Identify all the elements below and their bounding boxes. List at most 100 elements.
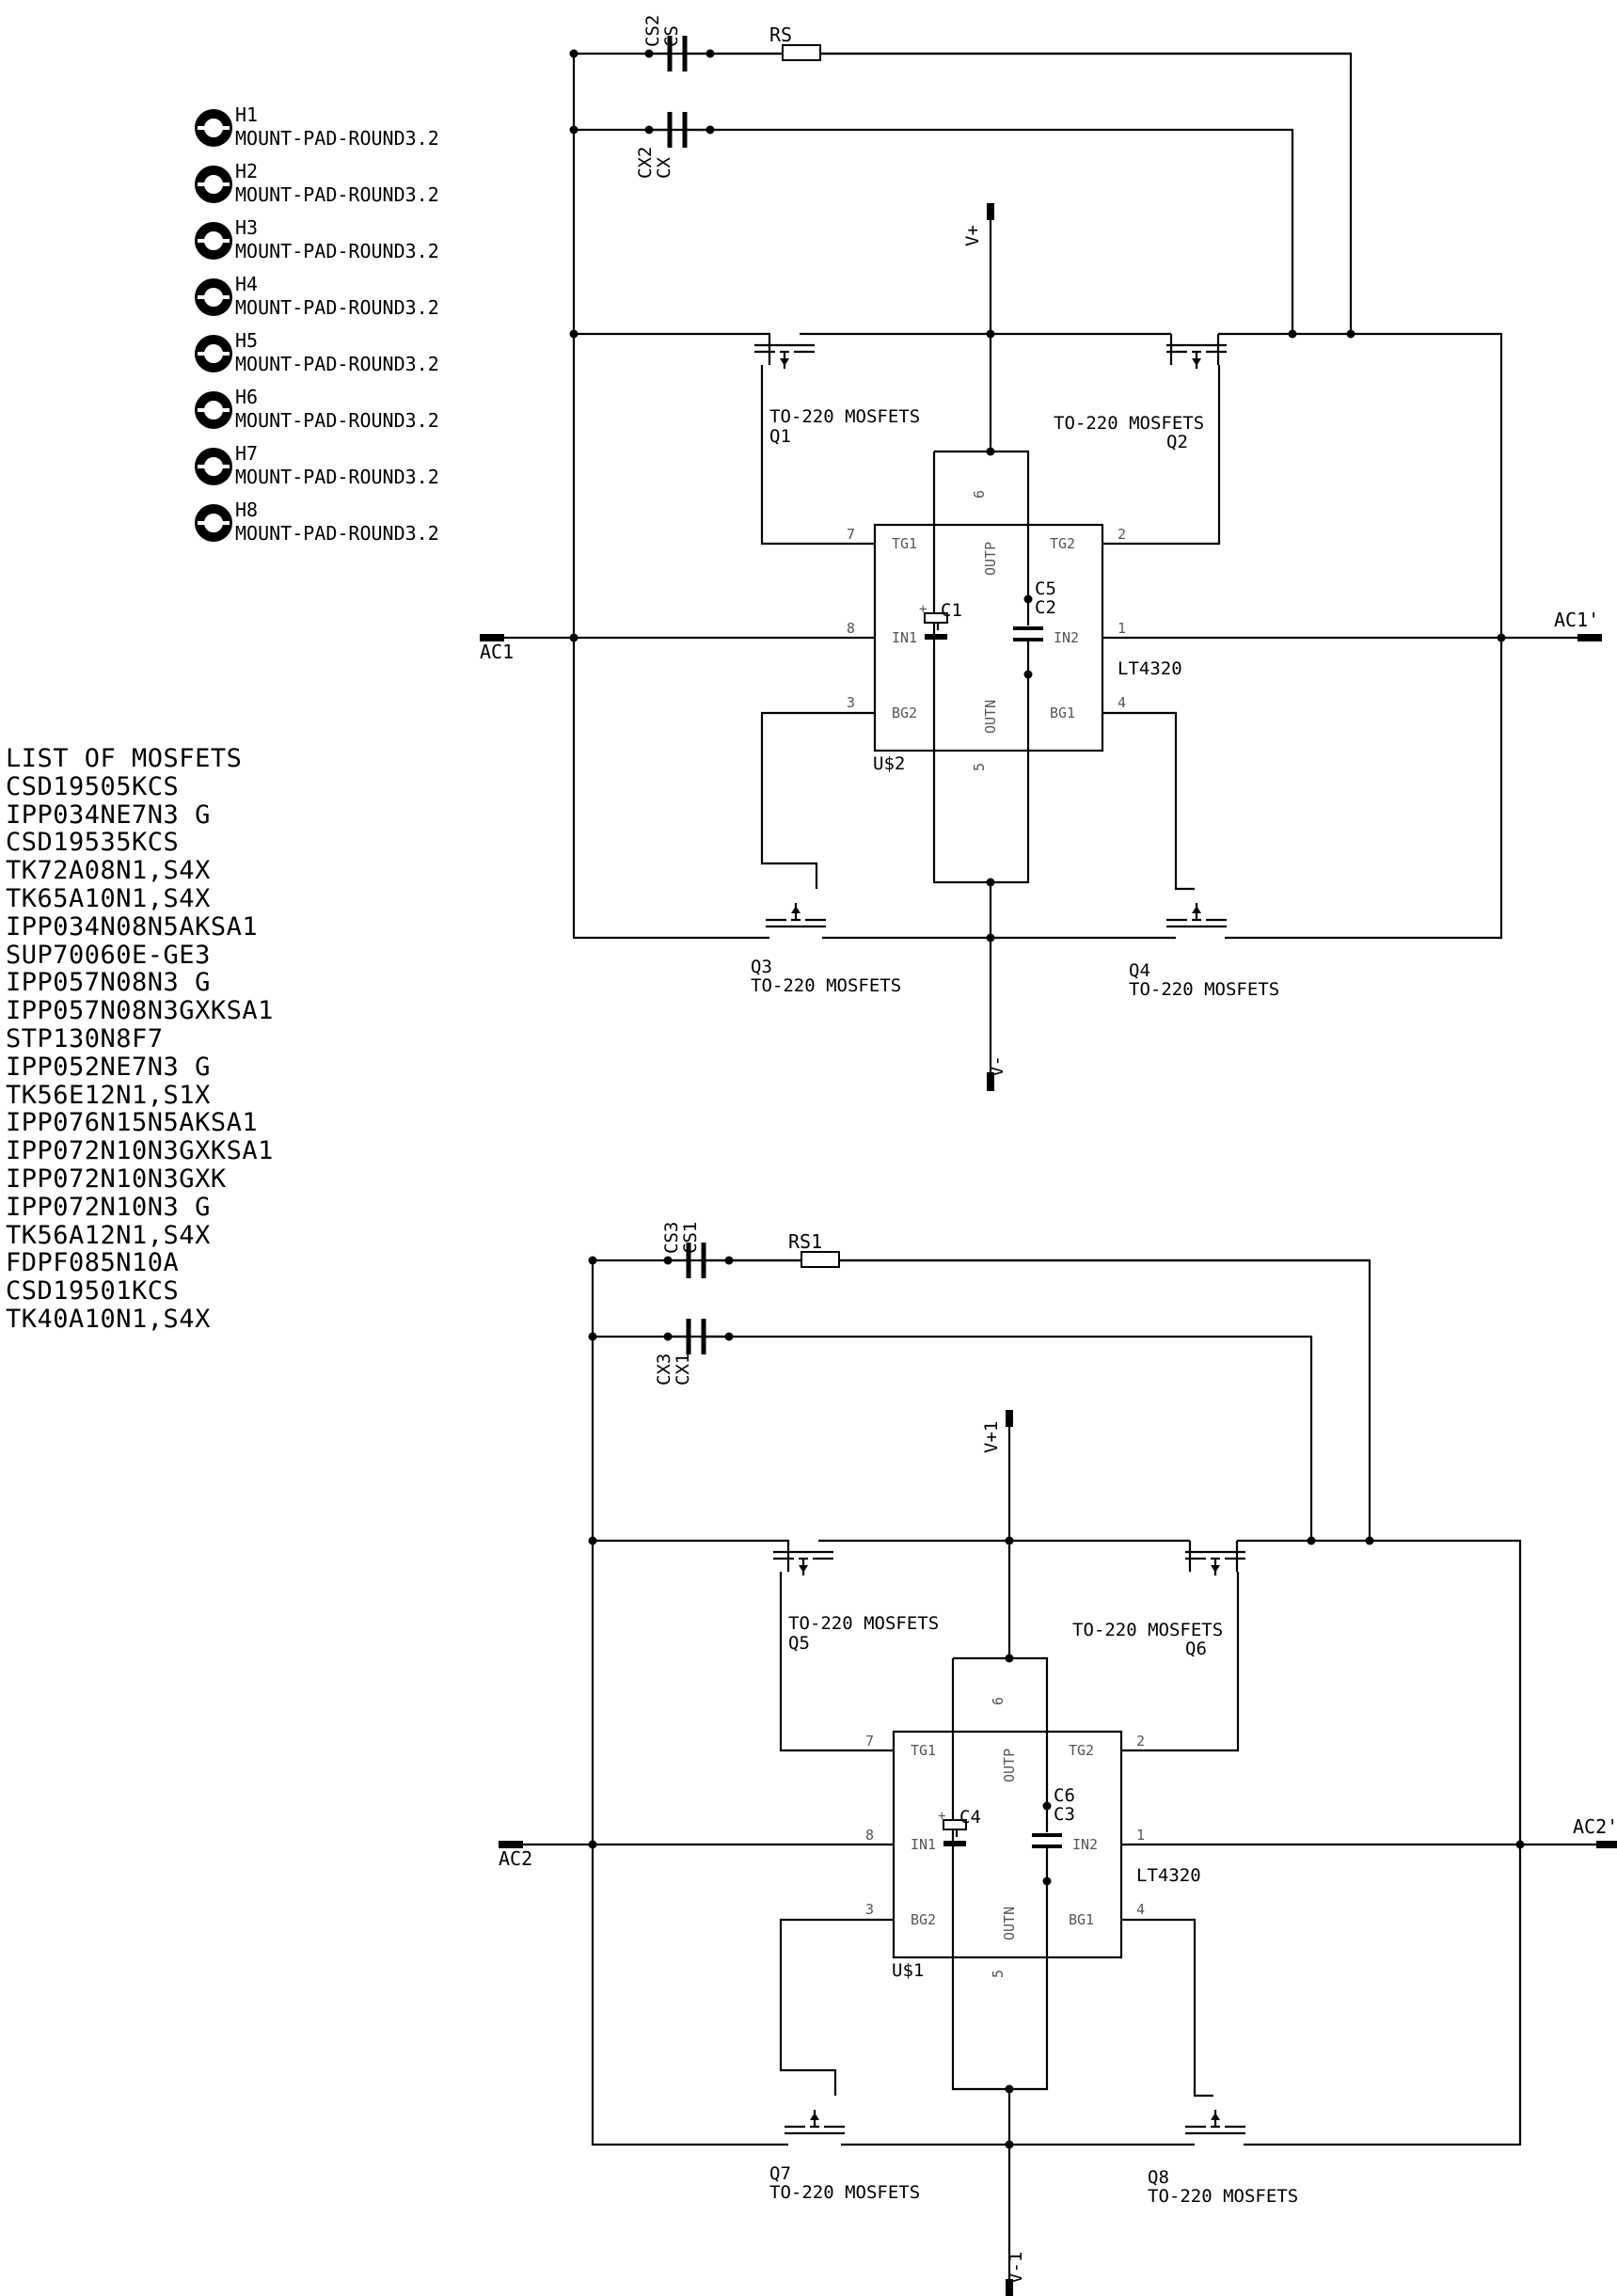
mount-pad-ref: H1 (235, 103, 258, 126)
mosfet-ref: Q2 (1166, 432, 1188, 452)
mosfet-q-bottom-left (785, 2110, 845, 2135)
cap-ref: C6 (1054, 1785, 1075, 1806)
wire (932, 451, 1030, 884)
ic-value: LT4320 (1136, 1865, 1201, 1886)
list-item: STP130N8F7 (6, 1023, 164, 1053)
ic-pin-label: BG1 (1069, 1911, 1094, 1928)
mosfet-body-arrow (799, 1565, 808, 1573)
junction-dot (588, 1840, 597, 1849)
junction-dot (1497, 633, 1506, 642)
terminal-pad (499, 1841, 523, 1848)
junction-dot (588, 1332, 597, 1341)
ic-pin-label: OUTN (982, 700, 999, 734)
junction-dot (1023, 670, 1033, 679)
junction-dot (1005, 1654, 1014, 1663)
mosfet-q-bottom-right (1185, 2110, 1245, 2135)
terminal-pad (1577, 634, 1602, 641)
wire (572, 54, 769, 940)
junction-dot (588, 1256, 597, 1265)
mount-pad-value: MOUNT-PAD-ROUND3.2 (235, 353, 439, 375)
ac-in-label: AC2 (499, 1847, 532, 1870)
list-item: TK40A10N1,S4X (6, 1304, 211, 1334)
junction-dot (1515, 1840, 1525, 1849)
mount-pad-ref: H6 (235, 386, 258, 408)
cap-ref: CS2 (642, 15, 663, 47)
cap-value: C3 (1054, 1804, 1075, 1825)
junction-dot (986, 329, 995, 339)
junction-dot (986, 933, 995, 942)
mosfet-list-title: LIST OF MOSFETS (6, 744, 243, 773)
cap-value: CX (654, 157, 674, 179)
resistor-ref: RS1 (788, 1230, 822, 1253)
ic-body (873, 523, 1104, 752)
junction-dot (569, 49, 579, 58)
junction-dot (569, 329, 579, 339)
junction-dot (1346, 329, 1355, 339)
mosfet-ref: Q1 (769, 426, 791, 447)
junction-dot (569, 125, 579, 135)
wire (760, 711, 875, 889)
mount-pad-value: MOUNT-PAD-ROUND3.2 (235, 522, 439, 545)
wire (951, 1658, 1049, 2091)
cap-polar-ref: C4 (959, 1807, 981, 1828)
wire (1218, 332, 1503, 940)
cap-polar-body (943, 1819, 967, 1830)
ic-pin-label: 4 (1136, 1901, 1145, 1918)
ic-pin-label: + (938, 1809, 945, 1824)
list-item: CSD19501KCS (6, 1276, 180, 1306)
ic-pin-label: BG1 (1050, 705, 1075, 721)
ic-pin-label: 8 (847, 620, 855, 637)
mosfet-ref: Q3 (751, 957, 772, 977)
wire (953, 1656, 1049, 1738)
ic-pin-label: TG1 (892, 535, 917, 552)
ic-pin-label: BG2 (911, 1911, 936, 1928)
mount-pad-value: MOUNT-PAD-ROUND3.2 (235, 296, 439, 319)
mosfet-q-bottom-left (766, 903, 826, 928)
junction-dot (1042, 1801, 1052, 1811)
cap-value: CS (661, 25, 682, 47)
junction-dot (1023, 594, 1033, 604)
junction-dot (986, 447, 995, 456)
cap-polar-body (924, 612, 948, 624)
list-item: TK72A08N1,S4X (6, 856, 211, 886)
mosfet-body-arrow (780, 358, 789, 366)
junction-dot (1307, 1536, 1316, 1545)
junction-dot (1042, 1876, 1052, 1886)
list-item: FDPF085N10A (6, 1248, 180, 1278)
wire (593, 1335, 1313, 1541)
mount-pad-ref: H4 (235, 273, 258, 295)
mosfet-body-arrow (1211, 2113, 1220, 2120)
ic-pin-label: 3 (865, 1901, 874, 1918)
wire (1121, 1918, 1213, 2098)
mosfet-body-arrow (791, 906, 801, 913)
junction-dot (588, 1536, 597, 1545)
junction-dot (986, 878, 995, 887)
wire (779, 1918, 894, 2096)
junction-dot (1288, 329, 1297, 339)
cap-ref: CX3 (654, 1354, 674, 1386)
wire (593, 1539, 790, 1552)
wire (1102, 711, 1195, 891)
list-item: IPP057N08N3GXKSA1 (6, 996, 274, 1026)
ic-pin-label: BG2 (892, 705, 917, 721)
cap-value: C2 (1035, 597, 1056, 618)
list-item: IPP076N15N5AKSA1 (6, 1108, 259, 1138)
junction-dot (1005, 1536, 1014, 1545)
mosfet-list: LIST OF MOSFETS CSD19505KCS IPP034NE7N3 … (6, 745, 274, 1334)
mosfet-value: TO-220 MOSFETS (1054, 413, 1204, 434)
mount-pad-ref: H8 (235, 499, 258, 521)
mount-pad-ref: H2 (235, 160, 258, 182)
ic-pin-label: 1 (1118, 620, 1126, 637)
cap-value: CS1 (680, 1222, 701, 1254)
mosfet-value: TO-220 MOSFETS (751, 975, 901, 996)
list-item: CSD19505KCS (6, 771, 180, 801)
ac-out-label: AC2' (1573, 1815, 1617, 1838)
terminal-pad (1006, 2279, 1013, 2296)
wire (591, 1260, 788, 2146)
ic-pin-label: 2 (1136, 1733, 1145, 1750)
ic-pin-label: 1 (1136, 1827, 1145, 1844)
